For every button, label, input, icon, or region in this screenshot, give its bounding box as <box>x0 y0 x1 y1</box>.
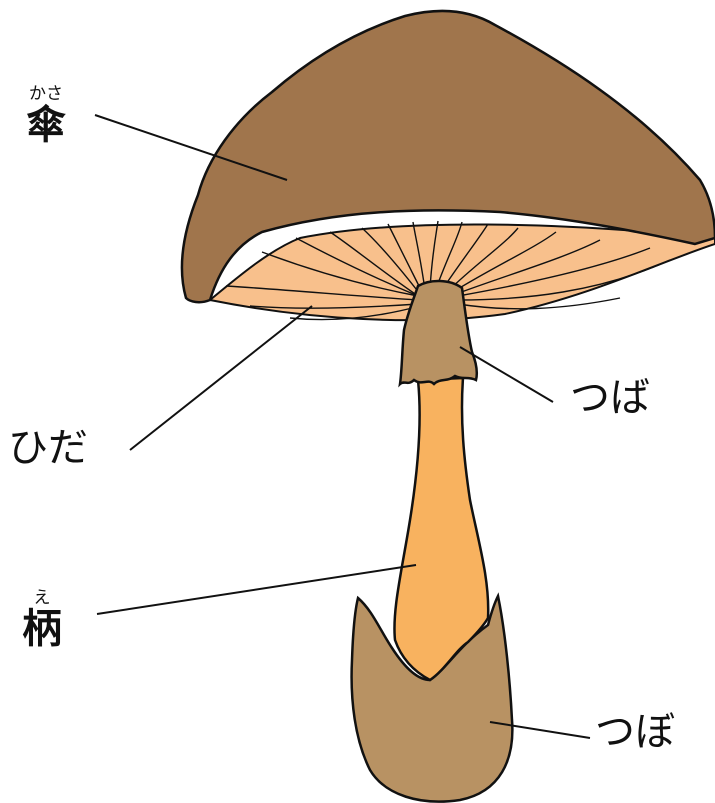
stem-shape <box>394 378 488 680</box>
cap-label: かさ 傘 <box>24 86 68 145</box>
volva-label: つぼ <box>595 712 675 752</box>
cap-label-reading: かさ <box>24 86 68 103</box>
gills-leader-line <box>130 306 312 450</box>
stem-leader-line <box>97 565 416 614</box>
gills-label: ひだ <box>8 428 88 468</box>
stem-label-reading: え <box>18 590 66 607</box>
ring-label: つば <box>570 378 650 418</box>
stem-label: え 柄 <box>18 590 66 649</box>
stem-label-text: 柄 <box>18 609 66 649</box>
cap-label-text: 傘 <box>24 105 68 145</box>
